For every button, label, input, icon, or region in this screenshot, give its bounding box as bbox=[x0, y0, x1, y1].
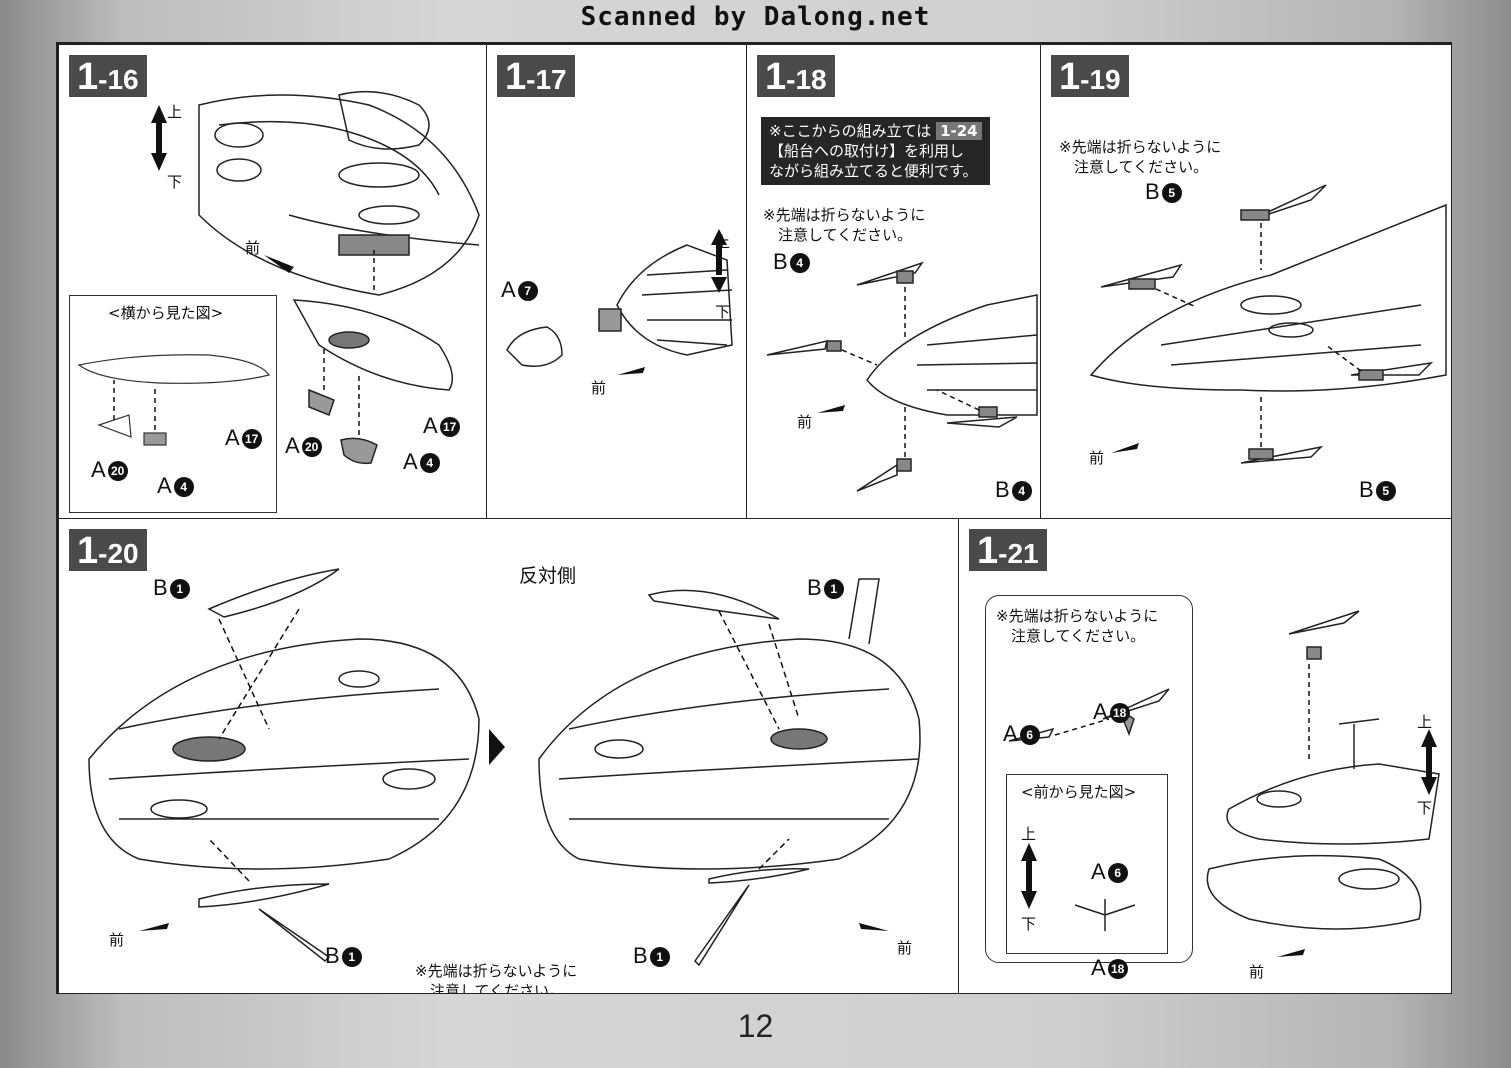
fin-attach-illustration bbox=[88, 568, 921, 967]
dir-down: 下 bbox=[715, 304, 731, 321]
dir-front: 前 bbox=[797, 414, 813, 431]
dir-front: 前 bbox=[591, 380, 607, 397]
dir-up-inset: 上 bbox=[1021, 826, 1037, 843]
dir-front: 前 bbox=[1249, 964, 1265, 981]
dir-front: 前 bbox=[1089, 450, 1105, 467]
hull-parts-illustration bbox=[1089, 184, 1447, 464]
step-1-18-panel: 1-18 ※ここからの組み立ては 1-24 【船台への取付け】を利用し ながら組… bbox=[746, 44, 1042, 520]
step-number: 1-21 bbox=[969, 529, 1047, 571]
detail-bubble: ※先端は折らないように 注意してください。 <前から見た図> bbox=[985, 595, 1193, 963]
inset-title: <前から見た図> bbox=[1021, 783, 1137, 801]
assembly-tip-callout: ※ここからの組み立ては 1-24 【船台への取付け】を利用し ながら組み立てると… bbox=[761, 117, 990, 185]
step-1-16-panel: 1-16 bbox=[58, 44, 488, 520]
dir-up: 上 bbox=[715, 234, 731, 251]
dir-front: 前 bbox=[245, 240, 261, 257]
inset-title: <横から見た図> bbox=[108, 304, 224, 322]
step-1-21-panel: 1-21 ※先端は折らないように 注意してください。 <前から見た図> bbox=[958, 518, 1452, 994]
step-number: 1-18 bbox=[757, 55, 835, 97]
step-1-20-panel: 1-20 反対側 bbox=[58, 518, 960, 994]
step-number: 1-16 bbox=[69, 55, 147, 97]
front-view-inset: <前から見た図> bbox=[1006, 774, 1168, 954]
dir-down: 下 bbox=[1417, 800, 1433, 817]
step-number: 1-19 bbox=[1051, 55, 1129, 97]
dir-front-right: 前 bbox=[897, 940, 913, 957]
nose-assembly-illustration bbox=[506, 229, 733, 375]
opposite-side-label: 反対側 bbox=[519, 566, 577, 587]
nose-parts-illustration bbox=[766, 261, 1038, 492]
ship-assembly-illustration bbox=[77, 90, 480, 465]
antenna-assembly-illustration bbox=[1008, 610, 1440, 957]
instruction-frame: 1-16 bbox=[56, 42, 1452, 994]
side-view-inset: <横から見た図> bbox=[69, 295, 277, 513]
tip-caution-note: ※先端は折らないように 注意してください。 bbox=[996, 607, 1159, 645]
page-number: 12 bbox=[737, 1008, 774, 1044]
tip-caution-note: ※先端は折らないように 注意してください。 bbox=[763, 206, 926, 244]
dir-down: 下 bbox=[167, 174, 183, 191]
dir-down-inset: 下 bbox=[1021, 916, 1037, 933]
step-number: 1-20 bbox=[69, 529, 147, 571]
dir-up: 上 bbox=[1417, 714, 1433, 731]
scan-credit: Scanned by Dalong.net bbox=[580, 2, 931, 32]
dir-front-left: 前 bbox=[109, 932, 125, 949]
tip-caution-note: ※先端は折らないように 注意してください。 bbox=[1059, 138, 1222, 176]
step-number: 1-17 bbox=[497, 55, 575, 97]
dir-up: 上 bbox=[167, 104, 183, 121]
tip-caution-note: ※先端は折らないように 注意してください。 bbox=[415, 962, 578, 994]
